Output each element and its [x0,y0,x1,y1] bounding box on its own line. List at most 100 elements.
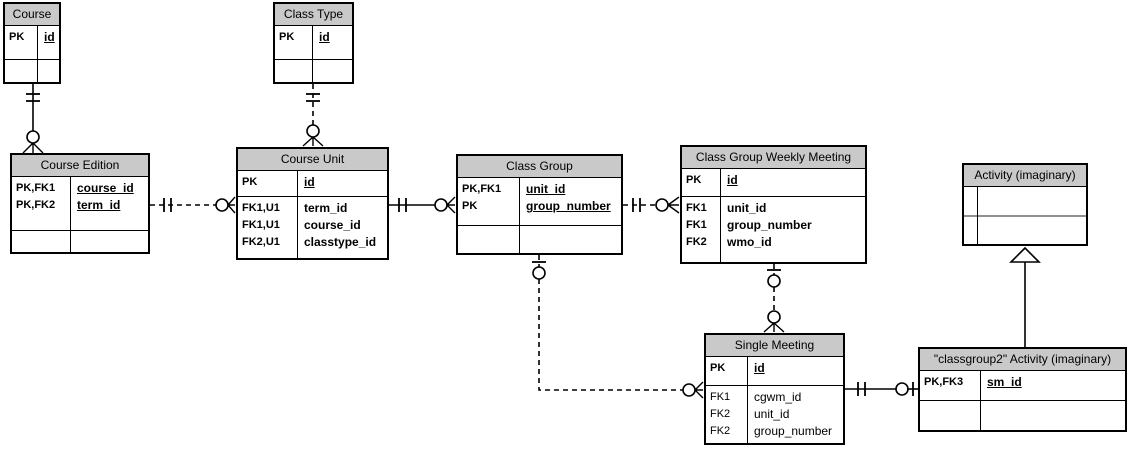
field-row: FK2 group_number [706,423,843,440]
rel-classtype-course-unit [302,84,324,147]
field-row: FK1,U1 course_id [238,217,387,234]
field-keys: FK1 [686,219,707,231]
field-keys: PK,FK1 [462,183,502,195]
field-row: PK,FK3 sm_id [920,374,1125,391]
entity-title: Activity (imaginary) [964,165,1086,187]
field-keys: PK [279,31,295,43]
field-keys: PK [462,200,478,212]
rel-course-unit-class-group [389,196,456,214]
entity-classgroup2-activity-imaginary: "classgroup2" Activity (imaginary) PK,FK… [918,347,1127,432]
entity-class-group-weekly-meeting: Class Group Weekly Meeting PK id FK1 uni… [680,145,867,264]
column-divider [720,169,721,262]
field-name: unit_id [754,407,790,421]
field-row: PK id [682,172,865,189]
field-name: course_id [77,181,134,195]
entity-title: Course Unit [238,149,387,171]
field-name: unit_id [727,201,767,215]
field-name: id [44,30,55,44]
column-divider [519,178,520,253]
field-name: sm_id [987,375,1022,389]
entity-single-meeting: Single Meeting PK id FK1 cgwm_id FK2 uni… [704,333,845,445]
empty-attribute-section [964,215,1086,244]
empty-attribute-section [5,59,59,82]
field-name: id [727,173,738,187]
empty-key-section [964,187,1086,215]
field-keys: PK [710,362,726,374]
field-keys: FK1 [686,202,707,214]
entity-class-type: Class Type PK id [273,2,354,84]
column-divider [977,187,978,244]
field-row: FK1,U1 term_id [238,200,387,217]
field-name: unit_id [526,182,566,196]
field-keys: FK2 [710,408,731,420]
field-row: PK,FK1 course_id [12,180,148,197]
entity-title: Course [5,4,59,26]
field-keys: PK,FK3 [924,376,964,388]
column-divider [37,26,38,82]
entity-title: Class Group Weekly Meeting [682,147,865,169]
entity-course-edition: Course Edition PK,FK1 course_id PK,FK2 t… [10,153,150,254]
field-row: PK id [5,29,59,46]
entity-course-unit: Course Unit PK id FK1,U1 term_id FK1,U1 … [236,147,389,260]
field-row: PK id [238,174,387,191]
field-row: PK,FK2 term_id [12,197,148,214]
rel-single-meeting-classgroup2-activity [845,382,918,396]
rel-course-course-edition [22,84,44,154]
field-keys: PK [242,176,258,188]
inheritance-arrow-icon [1009,246,1041,263]
column-divider [312,26,313,82]
field-name: id [319,30,330,44]
field-keys: FK2 [710,425,731,437]
empty-attribute-section [920,400,1125,430]
field-row: FK1 cgwm_id [706,389,843,406]
field-name: term_id [77,198,121,212]
field-row: PK group_number [458,198,621,215]
rel-cgwm-single-meeting [763,264,785,333]
entity-class-group: Class Group PK,FK1 unit_id PK group_numb… [456,154,623,255]
field-name: term_id [304,201,348,215]
field-keys: PK,FK1 [16,182,56,194]
field-name: group_number [526,199,611,213]
entity-title: Course Edition [12,155,148,177]
field-keys: PK [686,174,702,186]
field-name: group_number [727,218,812,232]
field-row: PK,FK1 unit_id [458,181,621,198]
field-keys: FK1,U1 [242,202,280,214]
field-keys: FK2,U1 [242,236,280,248]
field-name: group_number [754,424,833,438]
field-keys: FK2 [686,236,707,248]
field-row: PK id [275,29,352,46]
empty-attribute-section [12,230,148,252]
entity-title: Single Meeting [706,335,843,357]
entity-course: Course PK id [3,2,61,84]
column-divider [980,371,981,430]
column-divider [70,177,71,252]
empty-attribute-section [458,225,621,253]
entity-activity-imaginary: Activity (imaginary) [962,163,1088,246]
rel-class-group-cgwm [623,196,680,214]
field-keys: FK1,U1 [242,219,280,231]
field-row: FK1 group_number [682,217,865,234]
field-keys: PK,FK2 [16,199,56,211]
field-name: id [754,361,765,375]
field-row: FK2 unit_id [706,406,843,423]
empty-attribute-section [275,59,352,82]
field-name: classtype_id [304,235,377,249]
field-row: FK1 unit_id [682,200,865,217]
column-divider [297,171,298,258]
field-name: wmo_id [727,235,772,249]
field-row: FK2 wmo_id [682,234,865,251]
field-keys: FK1 [710,391,731,403]
field-name: course_id [304,218,361,232]
rel-course-edition-course-unit [150,196,236,214]
field-row: FK2,U1 classtype_id [238,234,387,251]
rel-inheritance-activity [1009,246,1041,347]
rel-class-group-single-meeting [532,255,704,399]
field-name: id [304,175,315,189]
entity-title: Class Group [458,156,621,178]
field-keys: PK [9,31,25,43]
field-row: PK id [706,360,843,377]
column-divider [747,357,748,443]
entity-title: Class Type [275,4,352,26]
